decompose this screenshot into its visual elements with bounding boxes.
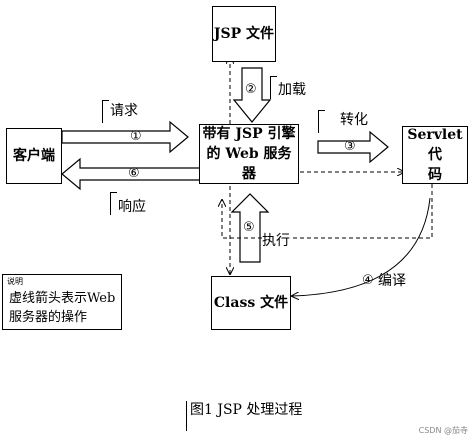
web-server-label-line1: 带有 JSP 引擎 bbox=[202, 126, 296, 142]
client-label: 客户端 bbox=[13, 148, 55, 164]
class-file-label: Class 文件 bbox=[213, 295, 289, 311]
web-server-label-line2: 的 Web 服务器 bbox=[206, 146, 292, 182]
step-1-number: ① bbox=[130, 129, 142, 144]
response-arrow bbox=[61, 157, 201, 191]
watermark: CSDN @茄寺 bbox=[418, 426, 468, 435]
execute-arrow bbox=[230, 193, 270, 263]
request-label: 请求 bbox=[110, 103, 138, 119]
client-box: 客户端 bbox=[6, 128, 62, 184]
step-2-number: ② bbox=[245, 82, 257, 97]
class-file-box: Class 文件 bbox=[211, 276, 291, 330]
response-label: 响应 bbox=[118, 199, 146, 215]
response-label-bracket bbox=[110, 192, 117, 215]
legend-text: 虚线箭头表示Web 服务器的操作 bbox=[9, 289, 115, 327]
request-label-bracket bbox=[102, 100, 109, 123]
step-3-number: ③ bbox=[344, 139, 356, 154]
step-5-number: ⑤ bbox=[243, 220, 255, 235]
step-4-number: ④ bbox=[362, 273, 374, 288]
compile-label: 编译 bbox=[378, 273, 406, 289]
figure-caption: 图1 JSP 处理过程 bbox=[190, 402, 303, 418]
step-6-number: ⑥ bbox=[128, 166, 140, 181]
load-arrow bbox=[232, 67, 272, 123]
compile-arrow bbox=[292, 197, 431, 296]
legend-box: 说明 虚线箭头表示Web 服务器的操作 bbox=[2, 274, 122, 330]
servlet-box: Servlet 代 码 bbox=[402, 126, 468, 184]
web-server-box: 带有 JSP 引擎 的 Web 服务器 bbox=[199, 124, 299, 184]
legend-line-1: 虚线箭头表示Web bbox=[9, 291, 116, 306]
legend-title: 说明 bbox=[7, 277, 23, 286]
load-label: 加载 bbox=[278, 82, 306, 98]
legend-line-2: 服务器的操作 bbox=[9, 310, 88, 325]
request-arrow bbox=[61, 120, 189, 154]
load-label-bracket bbox=[270, 76, 277, 99]
servlet-label-line2: 码 bbox=[428, 167, 442, 183]
caption-bar bbox=[186, 401, 187, 431]
convert-label: 转化 bbox=[340, 112, 368, 128]
servlet-label-line1: Servlet 代 bbox=[407, 127, 463, 163]
execute-label: 执行 bbox=[262, 233, 290, 249]
jsp-file-label: JSP 文件 bbox=[213, 26, 275, 42]
convert-label-bracket bbox=[318, 110, 325, 133]
convert-arrow bbox=[317, 130, 389, 164]
dashed-servlet-to-server bbox=[222, 184, 433, 239]
jsp-file-box: JSP 文件 bbox=[212, 6, 276, 62]
